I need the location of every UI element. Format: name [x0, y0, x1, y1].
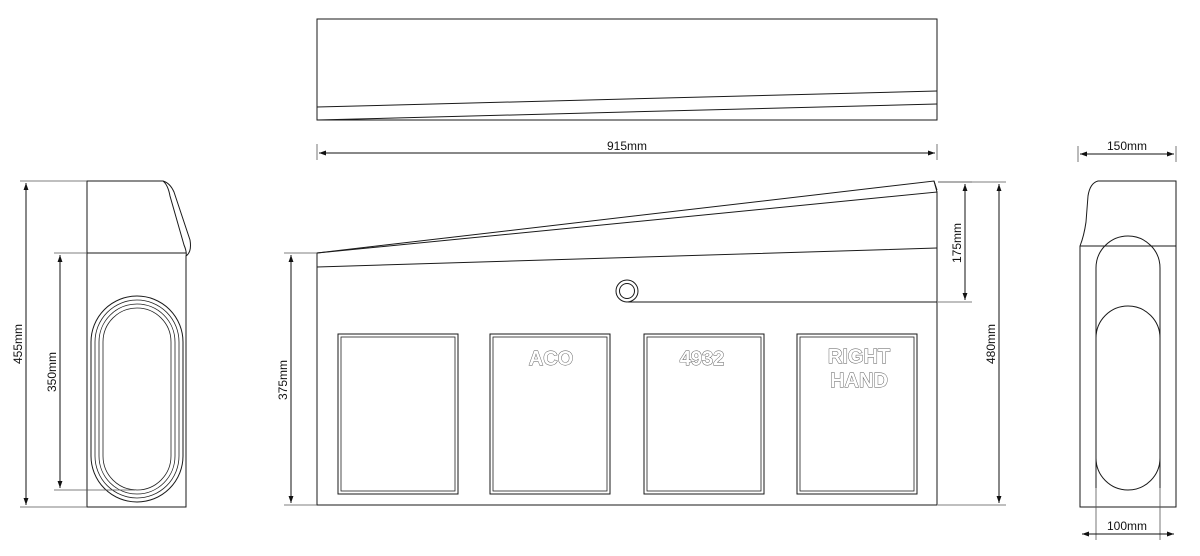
panel-2-text-line-1: ACO	[529, 348, 573, 370]
panel-3-text-line-1: 4932	[680, 348, 725, 370]
front-view: ACO 4932 RIGHT HAND 915mm	[276, 139, 1006, 506]
dimension-front-height: 375mm	[276, 252, 317, 506]
dimension-side-height: 455mm	[11, 180, 87, 508]
dimension-width: 915mm	[316, 139, 938, 160]
dimension-total-height-label: 480mm	[984, 324, 998, 364]
dimension-side-inner: 350mm	[45, 252, 135, 491]
dimension-side-height-label: 455mm	[11, 324, 25, 364]
left-side-view: 455mm 350mm	[11, 180, 191, 508]
dimension-side-inner-label: 350mm	[45, 352, 59, 392]
dimension-width-label: 915mm	[607, 139, 647, 153]
panel-1	[337, 333, 459, 495]
panel-4-text-line-1: RIGHT	[828, 346, 890, 368]
right-end-view: 150mm 100mm	[1077, 139, 1177, 540]
panel-4: RIGHT HAND	[796, 333, 918, 495]
dimension-total-height: 480mm	[938, 181, 1006, 506]
dimension-end-inner-label: 100mm	[1107, 519, 1147, 533]
dimension-slope: 175mm	[938, 181, 972, 303]
dimension-end-inner: 100mm	[1082, 488, 1174, 540]
dimension-end-depth-label: 150mm	[1107, 139, 1147, 153]
panel-4-text-line-2: HAND	[830, 370, 888, 392]
dimension-front-height-label: 375mm	[276, 360, 290, 400]
dimension-slope-label: 175mm	[950, 223, 964, 263]
panel-2: ACO	[489, 333, 611, 495]
dimension-end-depth: 150mm	[1077, 139, 1177, 162]
panel-3: 4932	[643, 333, 765, 495]
top-view	[316, 18, 938, 121]
access-hole	[615, 279, 639, 303]
